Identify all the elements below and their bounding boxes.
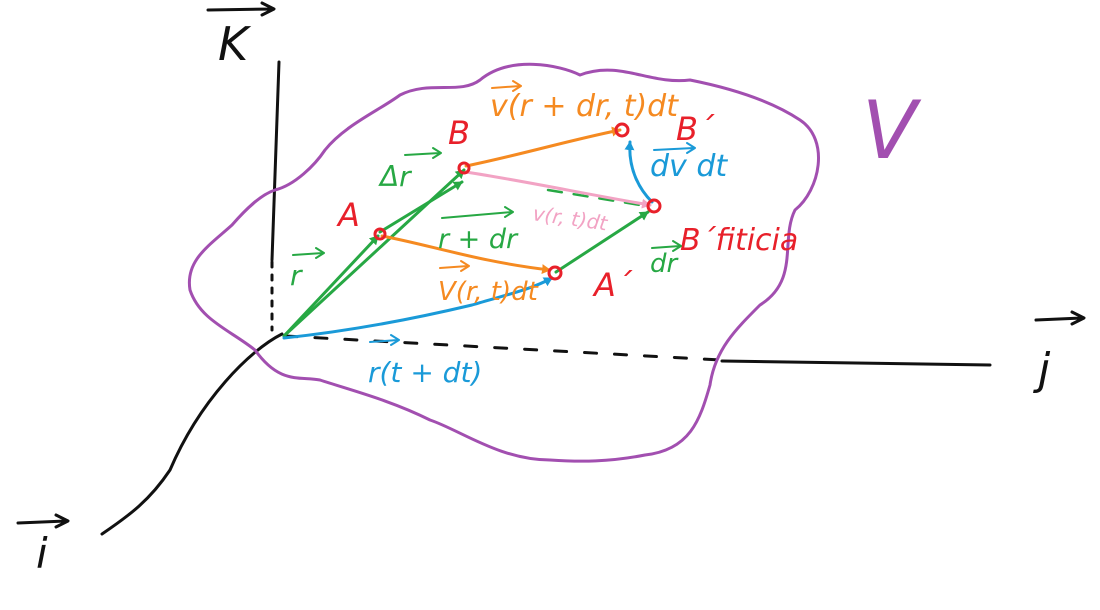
label-r-plus-dr: r + dr [438, 224, 519, 255]
k-axis [270, 60, 281, 262]
dr-overarrow-icon [651, 240, 682, 252]
label-B: B [448, 114, 470, 152]
label-v-B-dt: v(r + dr, t)dt [490, 89, 679, 124]
label-r: r [290, 259, 303, 292]
vector-v-fictitious-dt [464, 170, 652, 209]
point-A [373, 227, 387, 241]
j-axis-hidden [283, 334, 722, 362]
vector-r [282, 234, 380, 338]
label-delta-r: Δr [378, 160, 412, 193]
axes [100, 60, 992, 536]
vector-dv-dt [624, 140, 654, 204]
vector-v-B-dt [464, 126, 622, 168]
vector-v-A-dt [380, 234, 552, 275]
label-A: A [336, 196, 360, 234]
vector-r-t-dt [282, 276, 554, 340]
k-label: K [218, 17, 252, 71]
r-t-dt-overarrow-icon [369, 334, 400, 346]
vector-dr-dashed [546, 188, 642, 207]
vector-dr [554, 210, 650, 274]
v-B-overarrow-icon [491, 80, 522, 92]
i-axis [100, 332, 284, 536]
velocity-vectors [380, 126, 652, 275]
delta-r-overarrow-icon [404, 147, 442, 159]
label-v-A-dt: V(r, t)dt [438, 277, 539, 307]
label-r-t-dt: r(t + dt) [368, 356, 482, 389]
k-arrow-icon [206, 1, 276, 17]
label-v-fictitious-dt: v(r, t)dt [531, 201, 610, 235]
point-A-prime [547, 265, 563, 281]
i-arrow-icon [16, 513, 70, 529]
position-vectors [282, 168, 650, 338]
point-B-prime [614, 122, 630, 138]
label-dr: dr [650, 249, 680, 279]
point-labels: A B A´ B´ B´fiticia [336, 110, 798, 304]
j-arrow-icon [1034, 310, 1086, 326]
r-plus-dr-overarrow-icon [441, 206, 514, 219]
region-label: V [862, 84, 922, 177]
r-overarrow-icon [292, 247, 325, 259]
point-B-fictitious [646, 198, 662, 214]
point-B [457, 161, 471, 175]
axis-labels: K i j [16, 1, 1086, 578]
region-boundary [187, 62, 820, 463]
j-axis [720, 359, 992, 367]
vector-delta-r [378, 180, 464, 234]
label-B-prime: B´ [676, 110, 715, 148]
label-B-fictitious: B´fiticia [680, 223, 798, 258]
dv-overarrow-icon [653, 142, 696, 154]
label-dv-dt: dv dt [650, 149, 728, 184]
points [373, 122, 662, 281]
i-label: i [36, 529, 48, 578]
vector-labels: r Δr r + dr dr r(t + dt) dv dt V(r, t)dt… [290, 80, 728, 389]
j-label: j [1033, 344, 1051, 395]
displacement-vectors [282, 140, 654, 340]
label-A-prime: A´ [592, 266, 633, 304]
v-A-overarrow-icon [439, 260, 470, 272]
